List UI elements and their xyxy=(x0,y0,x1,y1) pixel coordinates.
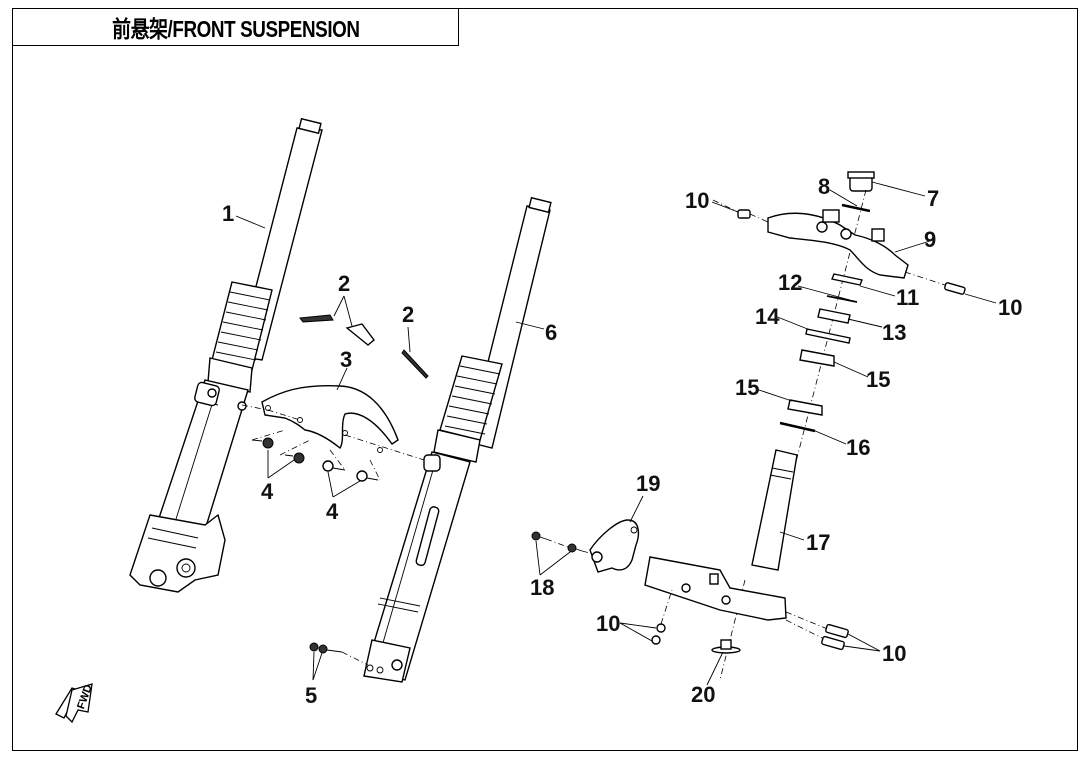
callout-18: 18 xyxy=(530,575,554,600)
callout-1: 1 xyxy=(222,201,234,226)
callout-10d: 10 xyxy=(882,641,906,666)
page-title: 前悬架/FRONT SUSPENSION xyxy=(111,16,360,42)
callout-15a: 15 xyxy=(866,367,890,392)
washer-12[interactable] xyxy=(826,295,858,303)
callout-2a: 2 xyxy=(338,271,350,296)
callout-10a: 10 xyxy=(685,188,709,213)
reflector-left[interactable] xyxy=(299,314,334,323)
fender-bracket[interactable] xyxy=(241,384,441,466)
reflector-center[interactable] xyxy=(345,323,375,346)
drawing-frame xyxy=(12,8,1078,751)
bearing-15-lower[interactable] xyxy=(787,399,823,416)
upper-triple-clamp[interactable] xyxy=(767,209,909,279)
stopper[interactable] xyxy=(711,639,741,654)
callout-19: 19 xyxy=(636,471,660,496)
callout-4a: 4 xyxy=(261,479,274,504)
bolts-18[interactable] xyxy=(531,531,591,554)
callout-6: 6 xyxy=(545,320,557,345)
bolt-10-upper-left[interactable] xyxy=(712,199,769,223)
callout-7: 7 xyxy=(927,186,939,211)
washer-8[interactable] xyxy=(841,203,871,213)
callout-14: 14 xyxy=(755,304,780,329)
callout-20: 20 xyxy=(691,682,715,707)
stem-nut[interactable] xyxy=(847,171,875,192)
lock-nut-11[interactable] xyxy=(831,273,863,286)
bolts-4-right[interactable] xyxy=(322,449,381,482)
callout-11: 11 xyxy=(896,285,919,310)
callout-10b: 10 xyxy=(998,295,1022,320)
bolts-4-left[interactable] xyxy=(251,429,311,464)
callout-4b: 4 xyxy=(326,499,339,524)
callout-3: 3 xyxy=(340,347,352,372)
dust-seal-14[interactable] xyxy=(805,328,851,344)
right-fork[interactable] xyxy=(363,196,552,683)
callout-17: 17 xyxy=(806,530,830,555)
callout-8: 8 xyxy=(818,174,830,199)
forward-arrow-icon: FWD xyxy=(55,683,95,724)
leader-lines xyxy=(235,181,997,686)
reflector-right[interactable] xyxy=(401,349,429,379)
fwd-label: FWD xyxy=(75,683,95,711)
callout-5: 5 xyxy=(305,683,317,708)
bolt-10-upper-right[interactable] xyxy=(904,271,966,295)
bolts-10-lower-right[interactable] xyxy=(821,623,849,651)
callout-15b: 15 xyxy=(735,375,759,400)
adjusting-nut-13[interactable] xyxy=(817,308,851,324)
callout-10c: 10 xyxy=(596,611,620,636)
bearing-15-upper[interactable] xyxy=(799,349,835,367)
callout-2b: 2 xyxy=(402,302,414,327)
axle-bolt[interactable] xyxy=(309,642,369,666)
callout-12: 12 xyxy=(778,270,802,295)
left-fork[interactable] xyxy=(129,117,323,593)
bolts-10-lower-left[interactable] xyxy=(651,589,673,645)
brake-hose-bracket[interactable] xyxy=(589,519,640,573)
callout-13: 13 xyxy=(882,320,906,345)
callout-9: 9 xyxy=(924,227,936,252)
seal-16[interactable] xyxy=(779,421,816,433)
steering-stem[interactable] xyxy=(644,449,831,643)
callout-16: 16 xyxy=(846,435,870,460)
title-box: 前悬架/FRONT SUSPENSION xyxy=(12,8,459,46)
